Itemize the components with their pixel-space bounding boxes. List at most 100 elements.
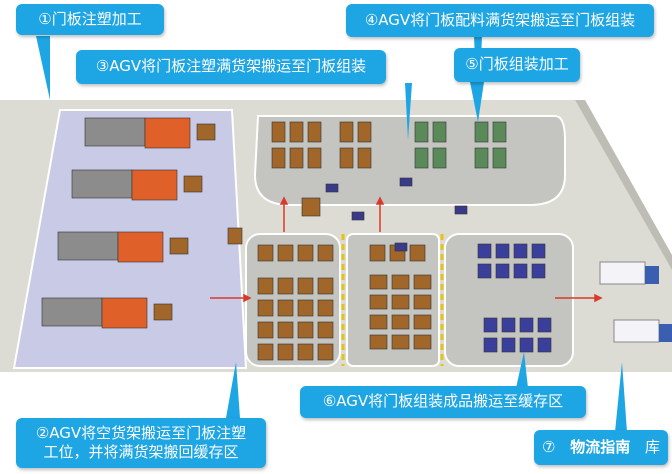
rack [257,277,274,295]
rack [474,147,489,169]
rack [369,294,388,310]
rack [317,343,334,361]
rack [227,227,243,245]
watermark: 物流指南 [570,437,631,456]
rack [257,343,274,361]
rack [369,244,386,262]
callout-step6: ⑥AGV将门板组装成品搬运至缓存区 [300,386,586,418]
rack [297,299,314,317]
rack [414,121,429,143]
rack [297,244,314,262]
injection-machine-mold [101,297,148,329]
rack [277,299,294,317]
rack [537,337,552,353]
rack [277,321,294,339]
rack [369,314,388,330]
rack [492,121,507,143]
rack [501,317,516,333]
rack [301,197,321,217]
rack [277,277,294,295]
rack [413,274,432,290]
rack [409,244,426,262]
callout-step5: ⑤门板组装加工 [454,48,580,82]
rack [537,317,552,333]
callout-step4: ④AGV将门板配料满货架搬运至门板组装 [346,4,654,37]
rack [531,243,546,259]
rack [501,337,516,353]
rack [495,243,510,259]
rack [513,263,528,279]
injection-machine [71,169,133,199]
rack [483,337,498,353]
injection-machine [41,297,103,327]
injection-machine [57,231,119,261]
callout-step3: ③AGV将门板注塑满货架搬运至门板组装 [76,50,386,84]
agv [351,211,365,221]
rack [257,244,274,262]
rack [339,147,354,169]
callout-step1: ①门板注塑加工 [16,4,164,35]
rack [289,121,304,143]
rack [414,147,429,169]
rack [297,343,314,361]
rack [257,321,274,339]
rack [495,263,510,279]
rack [492,147,507,169]
rack [153,303,173,321]
agv [394,242,408,252]
rack [257,299,274,317]
rack [432,147,447,169]
agv [325,183,339,193]
rack [297,321,314,339]
rack [357,121,372,143]
rack [317,244,334,262]
rack [271,121,286,143]
rack [317,277,334,295]
rack [196,123,216,141]
step7-tail: 库 [644,437,660,456]
rack [413,334,432,350]
rack [277,244,294,262]
rack [477,243,492,259]
agv [399,177,413,187]
rack [519,337,534,353]
rack [169,237,189,255]
rack [531,263,546,279]
rack [339,121,354,143]
flow-arrows [210,196,603,303]
rack [413,294,432,310]
rack [271,147,286,169]
rack [297,277,314,295]
rack [369,334,388,350]
rack [183,175,203,193]
rack [391,274,410,290]
injection-machine-mold [131,169,178,201]
rack [317,321,334,339]
trucks [599,261,672,343]
rack [413,314,432,330]
rack [307,147,322,169]
injection-machine-mold [117,231,164,263]
rack [391,334,410,350]
rack [357,147,372,169]
rack [513,243,528,259]
injection-machine-mold [144,117,191,149]
rack [289,147,304,169]
rack [483,317,498,333]
rack [369,274,388,290]
callout-step2: ②AGV将空货架搬运至门板注塑工位，并将满货架搬回缓存区 [16,418,266,468]
rack [477,263,492,279]
rack [432,121,447,143]
agv [454,205,468,215]
step7-number: ⑦ [542,437,556,456]
rack [391,314,410,330]
injection-machine [84,117,146,147]
callout-step7: ⑦ 物流指南 库 [534,430,668,465]
rack [474,121,489,143]
rack [519,317,534,333]
rack [391,294,410,310]
rack [307,121,322,143]
rack [277,343,294,361]
right-wall [575,100,672,270]
